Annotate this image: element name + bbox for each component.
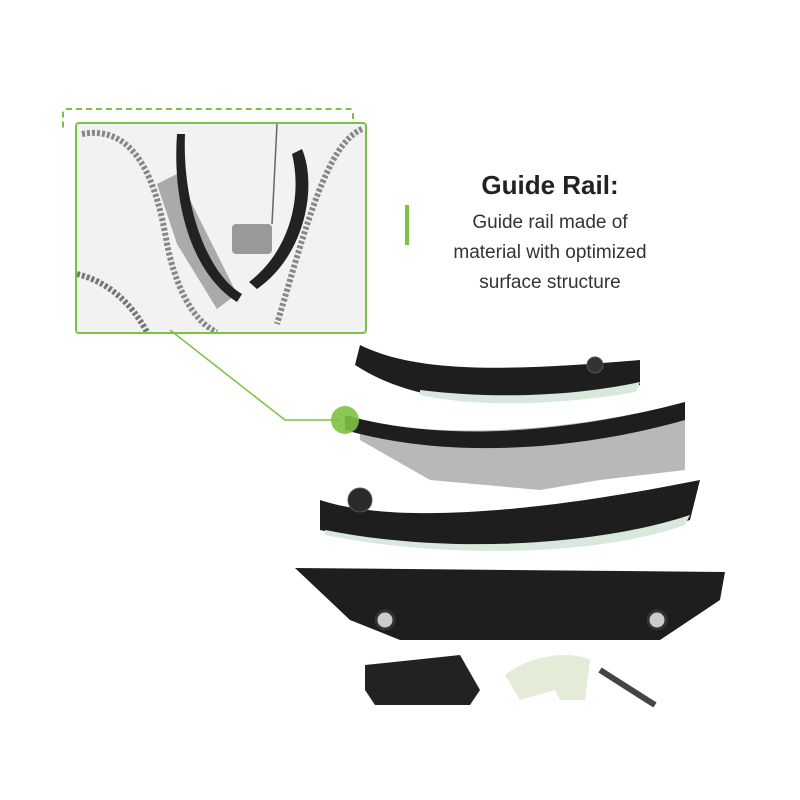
guide-rail-1 [355,345,640,402]
guide-rail-3 [320,480,700,549]
callout-marker [331,406,359,434]
tensioner-lever [505,655,590,700]
tensioner-block [365,655,480,705]
engine-detail-inset [75,122,367,334]
callout-line [169,329,340,421]
guide-rail-2 [345,402,685,449]
inset-dashed-frame [62,108,354,130]
description-line: Guide rail made of [472,212,628,233]
pin [598,667,657,708]
callout-description: Guide rail made of material with optimiz… [425,208,675,298]
callout-title: Guide Rail: [481,170,619,200]
timing-chain-detail-image [77,124,364,332]
description-line: material with optimized [453,242,647,263]
description-line: surface structure [479,272,621,293]
guide-rail-4 [295,568,725,640]
accent-bar [405,205,409,245]
